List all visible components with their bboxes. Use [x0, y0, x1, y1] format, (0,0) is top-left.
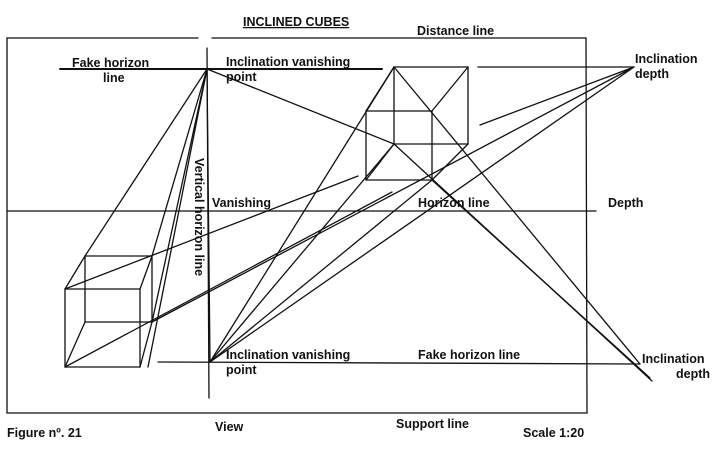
left-cube-edge	[139, 321, 153, 368]
fake-horizon-line-bottom-label: Fake horizon line	[418, 348, 520, 362]
frame-right	[585, 37, 588, 414]
construction-line	[431, 179, 651, 379]
construction-line	[209, 66, 395, 363]
horizon-line-label: Horizon line	[418, 196, 490, 210]
construction-line	[151, 68, 208, 257]
right-cube	[365, 66, 469, 181]
view-label: View	[215, 420, 244, 434]
construction-line	[209, 66, 635, 363]
left-cube	[64, 255, 153, 368]
inclination-vanishing-point-top-label-2: point	[226, 70, 257, 84]
inclination-depth-top-label-2: depth	[635, 67, 669, 81]
construction-line	[64, 175, 359, 290]
inclination-vanishing-point-bottom-label: Inclination vanishing	[226, 348, 350, 362]
construction-line	[151, 68, 208, 323]
construction-line	[209, 143, 395, 363]
inclination-vanishing-point-bottom-label-2: point	[226, 363, 257, 377]
construction-line	[206, 68, 395, 145]
scale-label: Scale 1:20	[523, 426, 584, 440]
left-cube-edge	[64, 321, 86, 368]
depth-label: Depth	[608, 196, 643, 210]
vanishing-label: Vanishing	[212, 196, 271, 210]
fake-horizon-line-label-2: line	[103, 71, 125, 85]
left-cube-edge	[64, 255, 86, 290]
inclination-depth-top-label: Inclination	[635, 52, 698, 66]
fake-horizon-line-bottom	[157, 361, 641, 365]
construction-line	[393, 66, 641, 365]
figure-number: Figure nº. 21	[7, 426, 82, 440]
distance-line-label: Distance line	[417, 24, 494, 38]
construction-line	[84, 68, 208, 257]
inclination-depth-bottom-label-2: depth	[676, 367, 710, 381]
construction-line	[151, 66, 635, 323]
diagram-title: INCLINED CUBES	[243, 15, 349, 29]
vertical-horizon-line-label: Vertical horizon line	[192, 158, 206, 276]
construction-line	[479, 66, 635, 126]
construction-line	[206, 68, 211, 363]
construction-line	[64, 191, 393, 368]
construction-line	[209, 179, 433, 363]
support-line-label: Support line	[396, 417, 469, 431]
left-cube-edge	[139, 255, 153, 290]
right-cube-edge	[431, 66, 469, 112]
inclination-depth-bottom-label: Inclination	[642, 352, 705, 366]
inclination-vanishing-point-top-label: Inclination vanishing	[226, 55, 350, 69]
fake-horizon-line-label: Fake horizon	[72, 56, 149, 70]
